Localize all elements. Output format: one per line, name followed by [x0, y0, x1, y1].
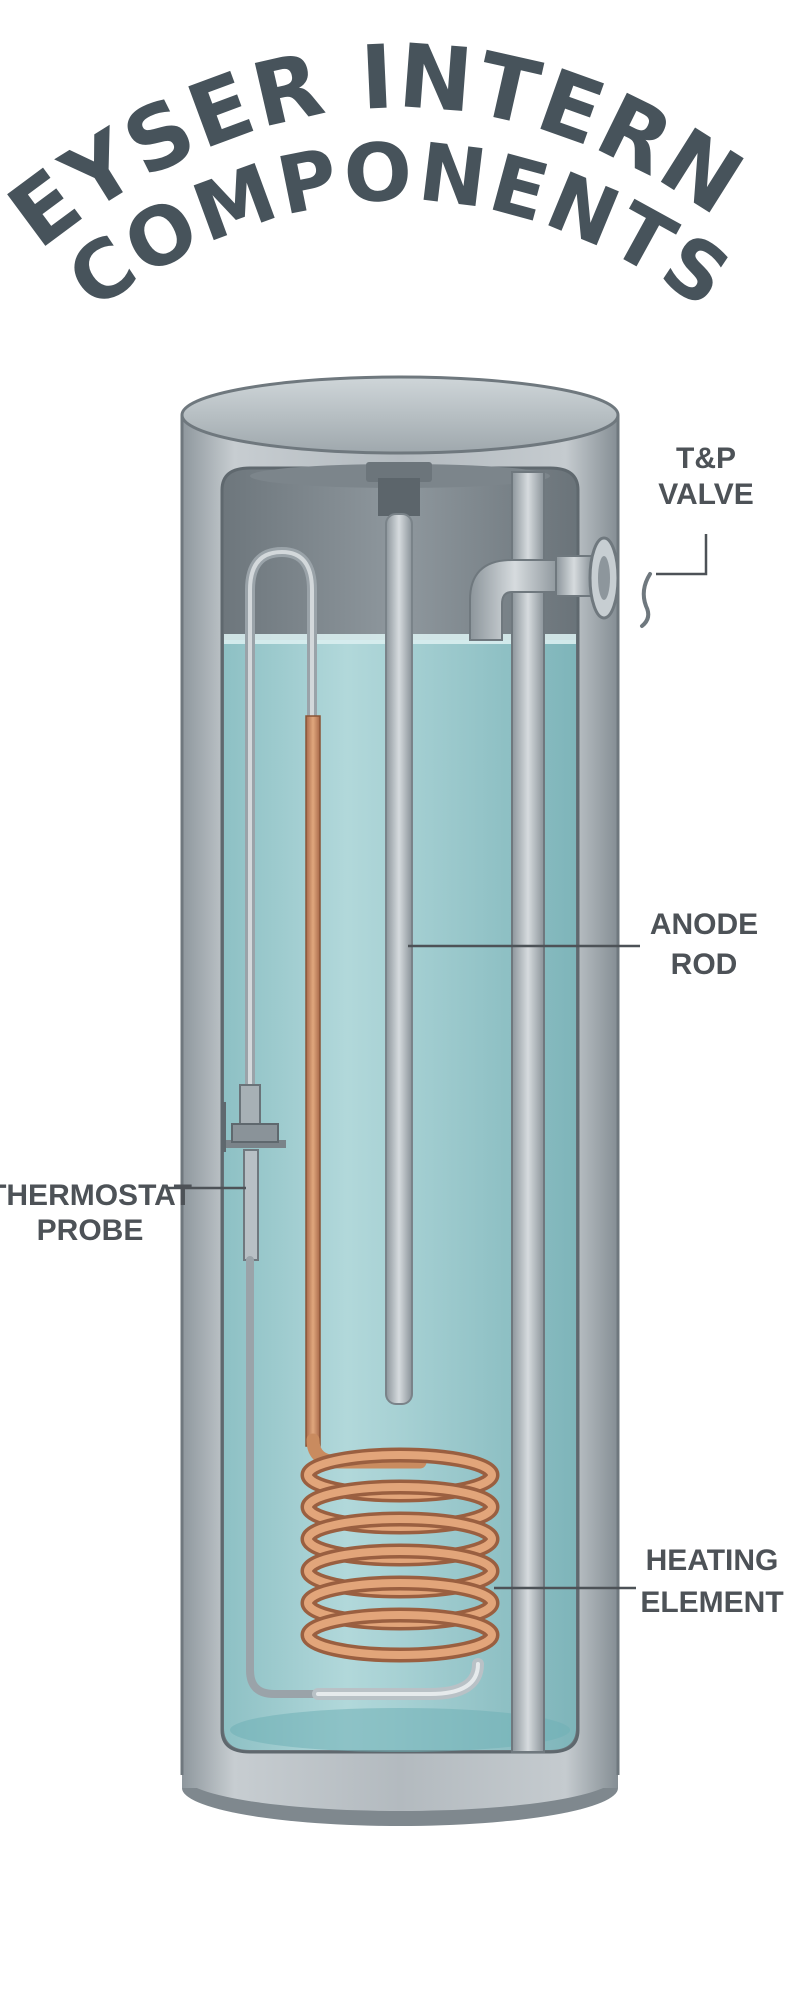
- label-heating-element-line-1: HEATING: [646, 1544, 779, 1577]
- anode-rod: [366, 462, 432, 1405]
- label-thermostat-probe-line-2: PROBE: [37, 1214, 144, 1247]
- thermostat-probe: [222, 546, 324, 1698]
- title: GEYSER INTERNAL COMPONENTS: [0, 0, 760, 327]
- label-anode-rod: ANODE ROD: [650, 908, 758, 981]
- leader-tp-valve: [656, 534, 708, 576]
- label-thermostat-probe: THERMOSTAT PROBE: [0, 1179, 192, 1247]
- label-tp-valve: T&P VALVE: [658, 442, 754, 511]
- label-tp-valve-line-2: VALVE: [658, 478, 754, 511]
- outlet-pipe: [469, 471, 561, 1753]
- heating-element: [300, 715, 500, 1700]
- label-anode-rod-line-1: ANODE: [650, 908, 758, 941]
- label-heating-element: HEATING ELEMENT: [640, 1544, 783, 1619]
- label-tp-valve-line-1: T&P: [676, 442, 736, 475]
- label-heating-element-line-2: ELEMENT: [640, 1586, 783, 1619]
- leader-lines: [168, 534, 708, 1590]
- tp-valve: [555, 536, 652, 628]
- label-thermostat-probe-line-1: THERMOSTAT: [0, 1179, 192, 1212]
- label-anode-rod-line-2: ROD: [671, 948, 738, 981]
